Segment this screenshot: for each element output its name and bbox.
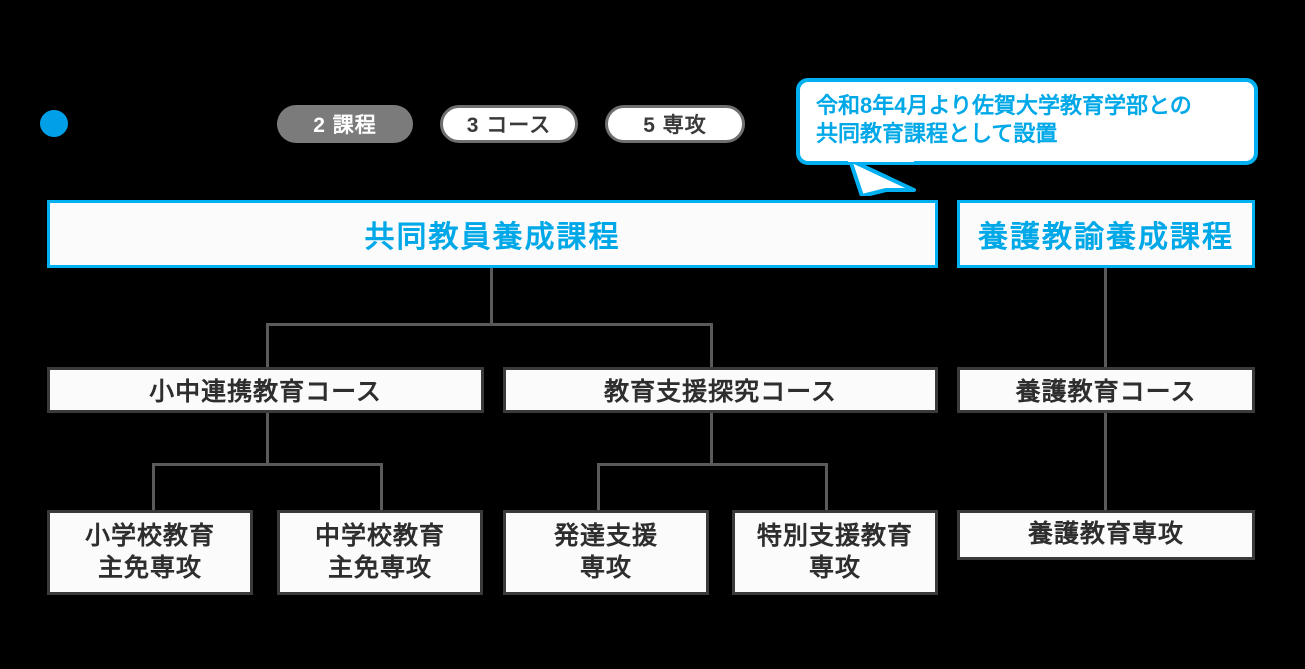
program-label-school-nurse-training: 養護教諭養成課程 xyxy=(978,221,1234,254)
callout-tail-icon xyxy=(848,160,916,196)
program-box-joint-teacher-training[interactable]: 共同教員養成課程 xyxy=(47,200,938,268)
major-label-special-needs-education-line2: 専攻 xyxy=(808,553,861,582)
legend-pill-courses-label: 3 コース xyxy=(466,114,552,137)
legend-pill-programs-label: 2 課程 xyxy=(313,114,377,137)
connector-major4-drop xyxy=(825,463,828,511)
major-label-school-nursing-education: 養護教育専攻 xyxy=(1027,520,1184,549)
major-box-school-nursing-education[interactable]: 養護教育専攻 xyxy=(957,510,1255,560)
major-label-developmental-support-line2: 専攻 xyxy=(579,553,632,582)
connector-course1-stem xyxy=(266,413,269,465)
connector-program1-stem xyxy=(490,268,493,325)
legend-bullet-icon xyxy=(40,110,68,137)
connector-course3-stem xyxy=(1104,413,1107,511)
callout-note-line1: 令和8年4月より佐賀大学教育学部との xyxy=(816,93,1192,118)
major-label-special-needs-education-line1: 特別支援教育 xyxy=(756,522,913,551)
connector-course2-drop xyxy=(710,323,713,369)
course-label-elementary-junior-linkage: 小中連携教育コース xyxy=(149,378,382,406)
major-label-junior-high-main-line1: 中学校教育 xyxy=(314,522,445,551)
legend-pill-programs: 2 課程 xyxy=(277,105,413,143)
course-box-school-nursing[interactable]: 養護教育コース xyxy=(957,367,1255,413)
program-box-school-nurse-training[interactable]: 養護教諭養成課程 xyxy=(957,200,1255,268)
major-box-elementary-main[interactable]: 小学校教育 主免専攻 xyxy=(47,510,253,595)
course-box-elementary-junior-linkage[interactable]: 小中連携教育コース xyxy=(47,367,484,413)
callout-note-line2: 共同教育課程として設置 xyxy=(816,120,1058,146)
legend-pill-courses: 3 コース xyxy=(440,105,578,143)
connector-course2-bus xyxy=(597,463,828,466)
major-label-junior-high-main-line2: 主免専攻 xyxy=(327,553,432,582)
callout-note: 令和8年4月より佐賀大学教育学部との 共同教育課程として設置 xyxy=(796,78,1258,165)
connector-course1-drop xyxy=(266,323,269,369)
connector-major3-drop xyxy=(597,463,600,511)
major-box-special-needs-education[interactable]: 特別支援教育 専攻 xyxy=(732,510,938,595)
major-box-junior-high-main[interactable]: 中学校教育 主免専攻 xyxy=(277,510,483,595)
connector-course2-stem xyxy=(710,413,713,465)
legend-pill-majors-label: 5 専攻 xyxy=(643,114,707,137)
course-label-education-support-inquiry: 教育支援探究コース xyxy=(604,378,837,406)
legend-pill-majors: 5 専攻 xyxy=(605,105,745,143)
major-label-elementary-main-line2: 主免専攻 xyxy=(97,553,202,582)
connector-program2-stem xyxy=(1104,268,1107,369)
major-label-elementary-main-line1: 小学校教育 xyxy=(84,522,215,551)
major-label-developmental-support-line1: 発達支援 xyxy=(553,522,658,551)
connector-major2-drop xyxy=(380,463,383,511)
major-box-developmental-support[interactable]: 発達支援 専攻 xyxy=(503,510,709,595)
connector-course1-bus xyxy=(152,463,383,466)
course-box-education-support-inquiry[interactable]: 教育支援探究コース xyxy=(503,367,938,413)
program-label-joint-teacher-training: 共同教員養成課程 xyxy=(364,221,621,254)
course-label-school-nursing: 養護教育コース xyxy=(1015,378,1197,406)
connector-program1-bus xyxy=(266,323,713,326)
connector-major1-drop xyxy=(152,463,155,511)
